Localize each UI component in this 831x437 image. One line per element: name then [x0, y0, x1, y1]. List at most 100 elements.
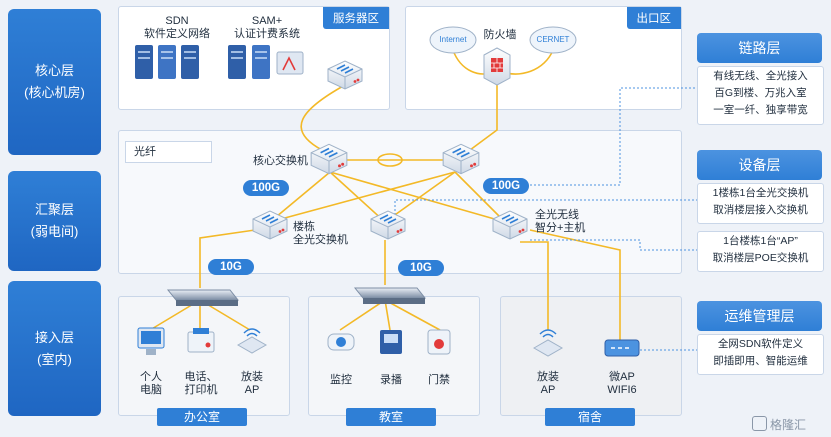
firewall-label: 防火墙 — [483, 29, 517, 41]
wifi6-ap-label-2: WIFI6 — [607, 384, 637, 396]
layer-access-title: 接入层 — [34, 329, 74, 345]
office-access-switch-icon — [166, 289, 240, 306]
fiber-agg-wifi — [529, 229, 621, 340]
layer-core-sub: (核心机房) — [24, 85, 85, 100]
sdn-server-icon — [135, 45, 199, 79]
layer-aggregation-sub: (弱电间) — [30, 224, 79, 239]
fiber-exit-core — [469, 70, 498, 151]
internet-label: Internet — [439, 35, 467, 44]
office-ap-label-1: 放装 — [241, 371, 263, 383]
layer-aggregation-title: 汇聚层 — [34, 202, 74, 217]
sam-server-icon — [228, 45, 304, 79]
zone-dorm — [500, 296, 682, 416]
panel-device-box1-line-2: 取消楼层接入交换机 — [713, 204, 808, 216]
zone-dorm-tag: 宿舍 — [545, 408, 635, 426]
fiber-core-r-b1 — [269, 171, 456, 223]
legend: 光纤 — [125, 141, 212, 163]
firewall-icon — [483, 47, 511, 86]
building-switch-icon — [252, 210, 288, 240]
sdn-sub-label: 软件定义网络 — [144, 28, 210, 40]
phone-label-1: 电话、 — [184, 371, 218, 383]
dorm-ap-label-2: AP — [540, 384, 556, 396]
panel-link-line-3: 一室一纤、独享带宽 — [713, 104, 808, 116]
panel-ops: 全网SDN软件定义 即插即用、智能运维 — [697, 334, 824, 375]
core-switch-right-icon — [442, 143, 480, 175]
fiber-core-l-b2 — [329, 171, 386, 223]
internet-cloud-icon — [429, 26, 477, 54]
layer-core-title: 核心层 — [34, 63, 74, 78]
fiber-class-door — [384, 299, 441, 331]
fiber-core-r-b3 — [454, 171, 506, 223]
camera-icon — [327, 333, 355, 351]
fiber-core-ring — [377, 153, 403, 167]
fiber-agg-office — [199, 229, 256, 288]
dorm-ap-icon — [532, 329, 564, 357]
speed-badge-core-left: 100G — [243, 180, 289, 196]
layer-aggregation: 汇聚层 (弱电间) — [8, 171, 101, 271]
classroom-agg-switch-icon — [370, 210, 406, 240]
zone-office-tag: 办公室 — [157, 408, 247, 426]
door-access-icon — [427, 329, 451, 355]
panel-device-box2: 1台楼栋1台“AP” 取消楼层POE交换机 — [697, 231, 824, 272]
monitor-label: 监控 — [330, 374, 352, 386]
office-ap-label-2: AP — [244, 384, 260, 396]
classroom-access-switch-icon — [353, 287, 427, 304]
door-label: 门禁 — [428, 374, 450, 386]
panel-device-box2-line-1: 1台楼栋1台“AP” — [723, 235, 798, 247]
wifi6-ap-label-1: 微AP — [609, 371, 635, 383]
zone-aggregation — [118, 130, 682, 274]
layer-access-sub: (室内) — [37, 351, 72, 367]
cernet-cloud-icon — [529, 26, 577, 54]
cernet-label: CERNET — [536, 35, 570, 44]
pc-icon — [137, 327, 165, 355]
wireless-label-2: 智分+主机 — [535, 222, 586, 234]
panel-device-box1: 1楼栋1台全光交换机 取消楼层接入交换机 — [697, 183, 824, 224]
wireless-label-1: 全光无线 — [535, 209, 579, 221]
speed-badge-core-right: 100G — [483, 178, 529, 194]
sam-sub-label: 认证计费系统 — [234, 28, 300, 40]
panel-device-box2-line-2: 取消楼层POE交换机 — [712, 252, 809, 264]
panel-connectors — [394, 87, 697, 351]
building-switch-label-1: 楼栋 — [293, 221, 315, 233]
record-label: 录播 — [380, 374, 402, 386]
zone-office — [118, 296, 290, 416]
office-ap-icon — [236, 328, 268, 354]
watermark: 格隆汇 — [752, 416, 806, 433]
zone-server-tag: 服务器区 — [323, 7, 389, 29]
sdn-label: SDN — [165, 15, 189, 27]
pc-label-2: 电脑 — [140, 384, 162, 396]
zone-classroom-tag: 教室 — [346, 408, 436, 426]
recorder-icon — [380, 330, 402, 354]
panel-link-line-2: 百G到楼、万兆入室 — [714, 87, 807, 99]
fiber-server-core — [300, 84, 346, 151]
watermark-logo-icon — [752, 416, 767, 431]
panel-device-title: 设备层 — [697, 150, 822, 180]
panel-device-box1-line-1: 1楼栋1台全光交换机 — [712, 187, 809, 199]
layer-access: 接入层 (室内) — [8, 281, 101, 416]
fiber-core-l-b1 — [269, 171, 331, 223]
panel-link-line-1: 有线无线、全光接入 — [713, 70, 808, 82]
legend-fiber-label: 光纤 — [134, 146, 156, 158]
panel-ops-line-1: 全网SDN软件定义 — [717, 338, 804, 350]
core-switch-label: 核心交换机 — [253, 155, 308, 167]
fiber-core-r-b2 — [384, 171, 456, 223]
watermark-text: 格隆汇 — [770, 418, 807, 432]
layer-core: 核心层 (核心机房) — [8, 9, 101, 155]
fiber-class-monitor — [339, 299, 386, 331]
panel-ops-line-2: 即插即用、智能运维 — [713, 355, 808, 367]
pc-label-1: 个人 — [140, 371, 162, 383]
fiber-lines — [149, 70, 621, 340]
fiber-agg-dorm — [520, 241, 549, 330]
panel-link-title: 链路层 — [697, 33, 822, 63]
core-switch-left-icon — [310, 143, 348, 175]
wifi6-ap-icon — [604, 339, 640, 357]
phone-label-2: 打印机 — [184, 384, 218, 396]
zone-exit-tag: 出口区 — [626, 7, 681, 29]
speed-badge-access-mid: 10G — [398, 260, 444, 276]
fiber-core-l-b3 — [329, 171, 506, 223]
sam-label: SAM+ — [251, 15, 283, 27]
panel-ops-title: 运维管理层 — [697, 301, 822, 331]
dorm-ap-label-1: 放装 — [537, 371, 559, 383]
fiber-class-record — [384, 299, 391, 331]
